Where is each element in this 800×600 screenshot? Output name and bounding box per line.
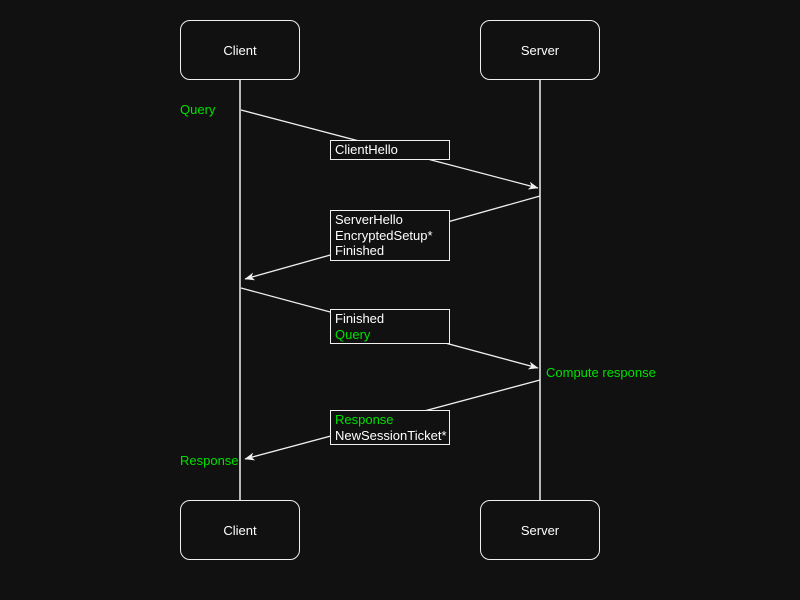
message-text-clienthello: ClientHello (335, 142, 398, 157)
message-text-response: Response (335, 412, 394, 427)
actor-client-top-label: Client (223, 42, 257, 58)
message-text-newsessionticket: NewSessionTicket* (335, 427, 447, 443)
actor-client-top: Client (180, 20, 300, 80)
actor-client-bottom: Client (180, 500, 300, 560)
message-box-response-ticket: Response NewSessionTicket* (330, 410, 450, 445)
actor-server-top: Server (480, 20, 600, 80)
annotation-compute-response: Compute response (546, 365, 656, 380)
message-text-query: Query (335, 326, 371, 342)
actor-server-top-label: Server (520, 42, 560, 58)
message-box-clienthello: ClientHello (330, 140, 450, 160)
message-box-serverhello: ServerHello EncryptedSetup* Finished (330, 210, 450, 261)
annotation-query: Query (180, 102, 216, 117)
message-text-finished2: Finished (335, 311, 385, 326)
message-box-finished-query: Finished Query (330, 309, 450, 344)
annotation-response: Response (180, 453, 239, 468)
message-text-serverhello: ServerHello (335, 212, 403, 227)
message-text-encryptedsetup: EncryptedSetup* (335, 227, 433, 243)
actor-server-bottom-label: Server (520, 522, 560, 538)
actor-client-bottom-label: Client (223, 522, 257, 538)
actor-server-bottom: Server (480, 500, 600, 560)
message-text-finished: Finished (335, 243, 385, 258)
